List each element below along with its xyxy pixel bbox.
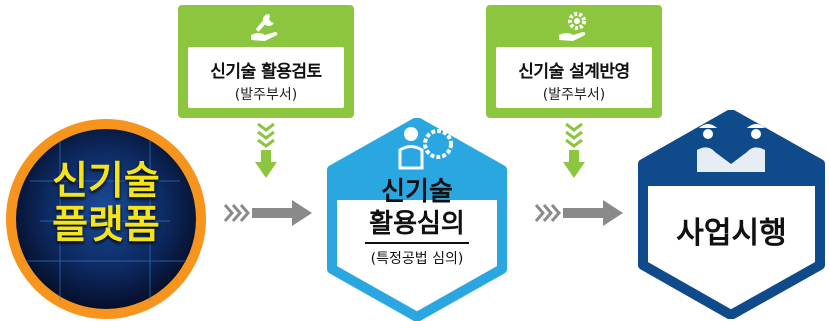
- design-box-sub: (발주부서): [542, 87, 606, 103]
- platform-label: 신기술 플랫폼: [6, 160, 206, 248]
- design-box-body: 신기술 설계반영 (발주부서): [496, 47, 652, 108]
- review-box-body: 신기술 활용검토 (발주부서): [188, 47, 344, 108]
- right-arrow-1: [223, 200, 312, 226]
- right-arrow-2: [534, 200, 623, 226]
- deliberation-sub: (특정공법 심의): [370, 251, 464, 267]
- execution-label: 사업시행: [676, 216, 787, 251]
- design-box: 신기술 설계반영 (발주부서): [486, 5, 662, 118]
- review-box-title: 신기술 활용검토: [210, 62, 322, 82]
- gear-hand-icon: [559, 12, 586, 41]
- handshake-workers-icon: [697, 124, 765, 172]
- person-gear-icon: [398, 127, 453, 170]
- review-box: 신기술 활용검토 (발주부서): [178, 5, 354, 118]
- platform-line2: 플랫폼: [52, 203, 160, 248]
- deliberation-line1: 신기술: [381, 177, 453, 207]
- review-box-sub: (발주부서): [234, 87, 298, 103]
- deliberation-label: 신기술 활용심의 (특정공법 심의): [326, 176, 508, 268]
- down-arrow-2: [563, 122, 585, 178]
- down-arrow-1: [255, 122, 277, 178]
- wrench-hand-icon: [251, 13, 278, 41]
- execution-hexagon: [638, 110, 825, 319]
- deliberation-hexagon: [327, 118, 507, 321]
- deliberation-line2: 활용심의: [365, 208, 469, 244]
- platform-line1: 신기술: [52, 159, 160, 204]
- design-box-title: 신기술 설계반영: [518, 62, 630, 82]
- platform-circle: [6, 119, 206, 319]
